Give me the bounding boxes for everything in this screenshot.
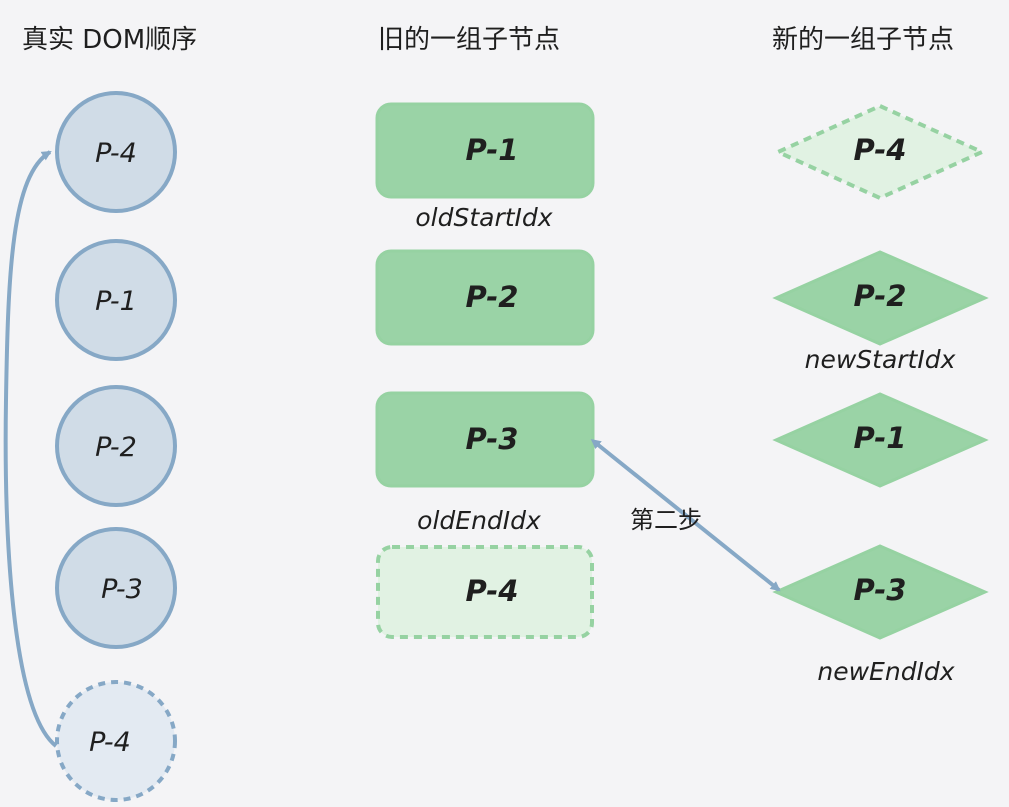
dom-node-label: P-1: [95, 286, 137, 317]
dom-node: P-2: [55, 385, 177, 507]
old-vnode-label: P-2: [466, 280, 519, 314]
new-vnode-label: P-1: [854, 421, 907, 455]
new-children-column: P-4 P-2 P-1 P-3 newStartIdx newEndIdx: [772, 103, 989, 686]
old-vnode-processed: P-4: [376, 545, 594, 639]
old-start-idx-label: oldStartIdx: [415, 203, 552, 232]
new-vnode-label: P-3: [854, 573, 907, 607]
dom-node: P-1: [55, 239, 177, 361]
old-end-idx-label: oldEndIdx: [417, 506, 541, 535]
old-vnode: P-2: [375, 249, 595, 346]
dom-node-label: P-4: [95, 138, 137, 169]
new-vnode-label: P-4: [854, 133, 907, 167]
new-end-idx-label: newEndIdx: [817, 657, 954, 686]
dom-node-label: P-2: [95, 432, 137, 463]
new-children-title: 新的一组子节点: [772, 25, 954, 55]
dom-node-label: P-4: [89, 727, 131, 758]
old-vnode: P-1: [375, 102, 595, 199]
new-vnode-processed: P-4: [773, 103, 987, 201]
old-children-column: P-1 P-2 P-3 P-4 oldStartIdx oldEndIdx: [375, 102, 595, 639]
old-children-title: 旧的一组子节点: [378, 25, 560, 55]
new-vnode-label: P-2: [854, 279, 907, 313]
step-label: 第二步: [630, 506, 702, 534]
real-dom-column: P-4 P-1 P-2 P-3 P-4: [55, 91, 177, 802]
new-start-idx-label: newStartIdx: [805, 345, 956, 374]
dom-node: P-4: [55, 91, 177, 213]
dom-node: P-3: [55, 527, 177, 649]
old-vnode-label: P-1: [466, 133, 519, 167]
dom-node-label: P-3: [101, 574, 143, 605]
move-arrow: [3, 150, 58, 748]
old-vnode-label: P-3: [466, 422, 519, 456]
new-vnode: P-1: [772, 392, 989, 488]
old-vnode-label: P-4: [466, 574, 519, 608]
dom-node-pending: P-4: [55, 680, 177, 802]
compare-arrow: [590, 438, 781, 592]
new-vnode: P-2: [772, 250, 989, 346]
old-vnode: P-3: [375, 391, 595, 488]
new-vnode: P-3: [772, 544, 989, 640]
real-dom-title: 真实 DOM顺序: [22, 25, 197, 55]
